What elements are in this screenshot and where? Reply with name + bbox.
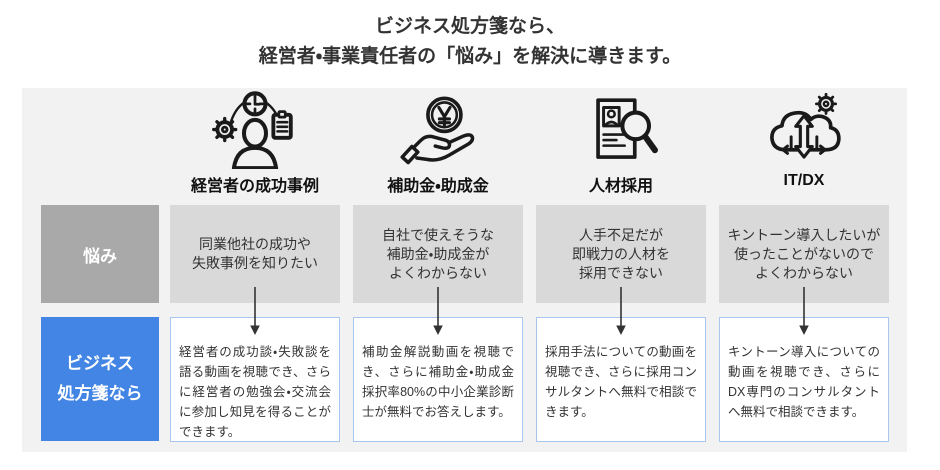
column-executive-success: 経営者の成功事例 同業他社の成功や 失敗事例を知りたい 経営者の成功談・失敗談を… xyxy=(170,88,340,452)
solution-box: 採用手法についての動画を視聴でき、さらに採用コンサルタントへ無料で相談できます。 xyxy=(536,317,706,442)
column-recruiting: 人材採用 人手不足だが 即戦力の人材を 採用できない 採用手法についての動画を視… xyxy=(536,88,706,452)
executive-icon xyxy=(170,91,340,169)
recruiting-icon xyxy=(536,92,706,168)
subsidy-icon xyxy=(353,92,523,168)
down-arrow-icon xyxy=(250,287,260,335)
problem-box: 自社で使えそうな 補助金・助成金が よくわからない xyxy=(353,205,523,303)
column-header: IT/DX xyxy=(783,172,825,189)
title-line-2: 経営者・事業責任者の「悩み」を解決に導きます。 xyxy=(258,46,682,68)
column-itdx: IT/DX キントーン導入したいが 使ったことがないので よくわからない キント… xyxy=(719,88,889,452)
solution-box: キントーン導入についての動画を視聴でき、さらにDX専門のコンサルタントへ無料で相… xyxy=(719,317,889,442)
solution-box: 補助金解説動画を視聴でき、さらに補助金・助成金採択率80%の中小企業診断士が無料… xyxy=(353,317,523,442)
page-title: ビジネス処方箋なら、 経営者・事業責任者の「悩み」を解決に導きます。 xyxy=(0,12,940,73)
row-label-solution: ビジネス 処方箋なら xyxy=(41,317,159,441)
down-arrow-icon xyxy=(799,287,809,335)
column-subsidy: 補助金・助成金 自社で使えそうな 補助金・助成金が よくわからない 補助金解説動… xyxy=(353,88,523,452)
comparison-panel: 悩み ビジネス 処方箋なら xyxy=(22,88,907,452)
column-header: 補助金・助成金 xyxy=(387,178,489,195)
down-arrow-icon xyxy=(433,287,443,335)
problem-box: キントーン導入したいが 使ったことがないので よくわからない xyxy=(719,205,889,303)
problem-box: 人手不足だが 即戦力の人材を 採用できない xyxy=(536,205,706,303)
problem-box: 同業他社の成功や 失敗事例を知りたい xyxy=(170,205,340,303)
column-header: 経営者の成功事例 xyxy=(190,178,319,195)
row-label-problem: 悩み xyxy=(41,205,159,303)
itdx-icon xyxy=(719,92,889,168)
column-header: 人材採用 xyxy=(588,178,653,195)
title-line-1: ビジネス処方箋なら、 xyxy=(374,16,565,37)
down-arrow-icon xyxy=(616,287,626,335)
solution-box: 経営者の成功談・失敗談を語る動画を視聴でき、さらに経営者の勉強会・交流会に参加し… xyxy=(170,317,340,442)
